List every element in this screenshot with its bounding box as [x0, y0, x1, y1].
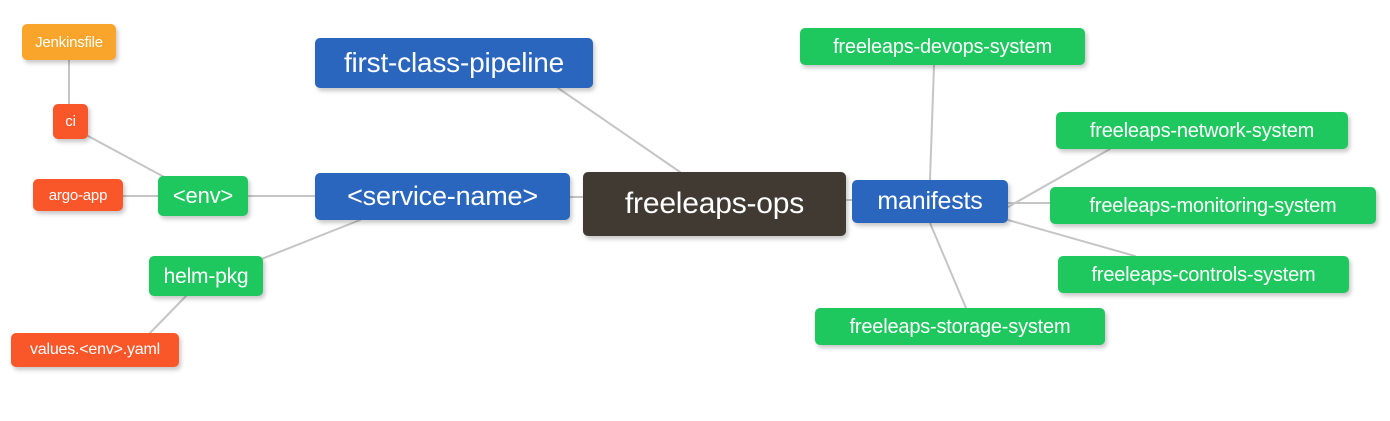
node-ci[interactable]: ci — [53, 104, 88, 139]
node-argo-app[interactable]: argo-app — [33, 179, 123, 211]
node-service-name[interactable]: <service-name> — [315, 173, 570, 220]
edge-valuesyaml-helmpkg — [149, 295, 187, 334]
edge-manifests-devops — [929, 64, 935, 181]
edge-helmpkg-servicename — [253, 219, 361, 263]
node-values-env-yaml[interactable]: values.<env>.yaml — [11, 333, 179, 367]
node-label-values-env-yaml: values.<env>.yaml — [29, 341, 160, 358]
node-label-freeleaps-ops: freeleaps-ops — [624, 187, 805, 220]
node-helm-pkg[interactable]: helm-pkg — [149, 256, 263, 296]
node-env[interactable]: <env> — [158, 176, 248, 216]
node-label-service-name: <service-name> — [347, 181, 538, 211]
node-first-class-pipeline[interactable]: first-class-pipeline — [315, 38, 593, 88]
edge-manifests-controls — [1007, 219, 1136, 257]
node-label-freeleaps-storage-system: freeleaps-storage-system — [849, 315, 1071, 338]
node-freeleaps-network-system[interactable]: freeleaps-network-system — [1056, 112, 1348, 149]
node-label-ci: ci — [65, 113, 76, 130]
node-label-first-class-pipeline: first-class-pipeline — [343, 47, 565, 78]
node-label-jenkinsfile: Jenkinsfile — [35, 33, 103, 51]
node-jenkinsfile[interactable]: Jenkinsfile — [22, 24, 116, 60]
node-manifests[interactable]: manifests — [852, 180, 1008, 223]
node-label-freeleaps-controls-system: freeleaps-controls-system — [1091, 263, 1316, 286]
node-label-freeleaps-devops-system: freeleaps-devops-system — [833, 35, 1052, 58]
node-label-helm-pkg: helm-pkg — [163, 264, 249, 288]
node-freeleaps-monitoring-system[interactable]: freeleaps-monitoring-system — [1050, 187, 1376, 224]
node-label-freeleaps-monitoring-system: freeleaps-monitoring-system — [1089, 194, 1337, 217]
node-label-argo-app: argo-app — [48, 186, 108, 204]
node-freeleaps-storage-system[interactable]: freeleaps-storage-system — [815, 308, 1105, 345]
node-label-env: <env> — [172, 183, 234, 208]
edge-firstclass-ops — [557, 87, 681, 173]
node-freeleaps-controls-system[interactable]: freeleaps-controls-system — [1058, 256, 1349, 293]
node-freeleaps-devops-system[interactable]: freeleaps-devops-system — [800, 28, 1085, 65]
node-freeleaps-ops[interactable]: freeleaps-ops — [583, 172, 846, 236]
node-label-freeleaps-network-system: freeleaps-network-system — [1089, 119, 1315, 142]
edge-ci-env — [87, 135, 167, 179]
node-label-manifests: manifests — [877, 187, 983, 215]
edge-manifests-storage — [929, 222, 967, 309]
